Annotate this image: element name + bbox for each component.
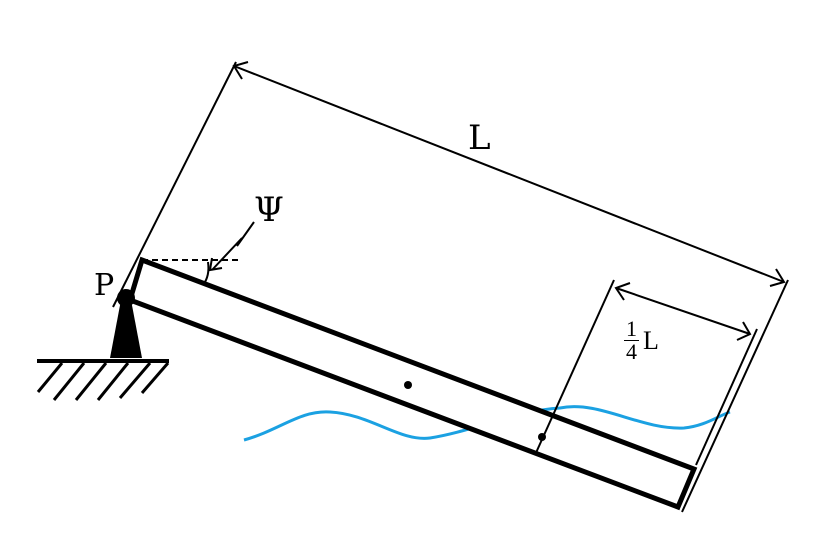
fraction-numerator: 1: [624, 316, 639, 341]
angle-arc: [202, 261, 210, 286]
angle-label: Ψ: [254, 190, 284, 230]
pivot-pin: [117, 289, 135, 307]
pivot-support: [110, 300, 142, 358]
extension-line-left: [112, 61, 237, 308]
length-label: L: [468, 118, 491, 158]
ground-hatching: [36, 362, 170, 401]
quarter-extension-left: [534, 279, 615, 456]
length-dimension-arrow: [232, 61, 786, 287]
beam: [126, 256, 698, 511]
quarter-length-symbol: L: [643, 325, 659, 355]
quarter-length-label: 1 4 L: [624, 318, 659, 363]
quarter-extension-right: [695, 328, 758, 466]
fraction-denominator: 4: [626, 339, 637, 364]
center-of-mass-dot: [404, 381, 412, 389]
pivot-label: P: [94, 268, 115, 303]
quarter-dimension-arrow: [614, 282, 752, 341]
extension-line-right: [681, 279, 789, 513]
angle-leader-arrow: [208, 221, 255, 272]
